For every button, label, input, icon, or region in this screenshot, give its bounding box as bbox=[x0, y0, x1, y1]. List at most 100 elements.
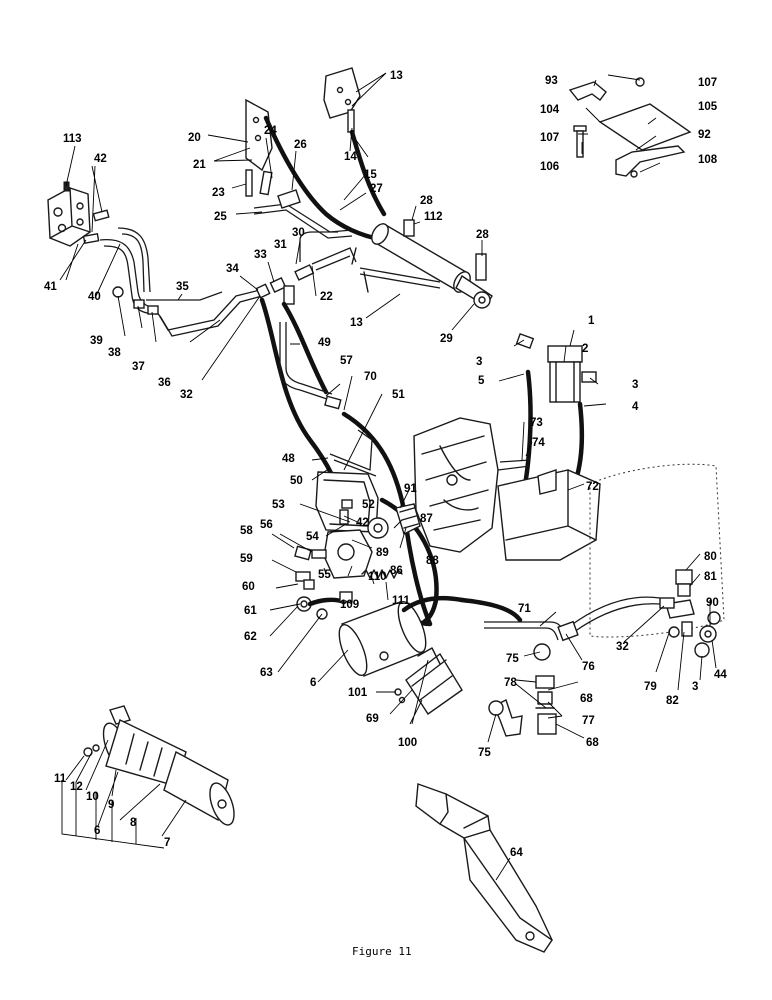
clamp bbox=[394, 647, 463, 715]
callout-106: 106 bbox=[540, 161, 559, 173]
callout-42: 42 bbox=[356, 517, 369, 529]
callout-86: 86 bbox=[390, 565, 403, 577]
callout-13: 13 bbox=[350, 317, 363, 329]
callout-58: 58 bbox=[240, 525, 253, 537]
callout-4: 4 bbox=[632, 401, 639, 413]
callout-89: 89 bbox=[376, 547, 389, 559]
callout-27: 27 bbox=[370, 183, 383, 195]
callout-72: 72 bbox=[586, 481, 599, 493]
callout-37: 37 bbox=[132, 361, 145, 373]
pump-assembly bbox=[315, 471, 421, 579]
callout-68: 68 bbox=[580, 693, 593, 705]
callout-104: 104 bbox=[540, 104, 560, 116]
callout-62: 62 bbox=[244, 631, 257, 643]
callout-88: 88 bbox=[426, 555, 439, 567]
callout-38: 38 bbox=[108, 347, 121, 359]
callout-76: 76 bbox=[582, 661, 595, 673]
callout-5: 5 bbox=[478, 375, 485, 387]
callout-82: 82 bbox=[666, 695, 679, 707]
callout-75: 75 bbox=[478, 747, 491, 759]
callout-63: 63 bbox=[260, 667, 273, 679]
callout-23: 23 bbox=[212, 187, 225, 199]
callout-24: 24 bbox=[264, 125, 277, 137]
callout-7: 7 bbox=[164, 837, 170, 849]
callout-81: 81 bbox=[704, 571, 717, 583]
callout-111: 111 bbox=[392, 595, 411, 607]
figure-caption: Figure 11 bbox=[352, 945, 412, 958]
callout-34: 34 bbox=[226, 263, 239, 275]
callout-32: 32 bbox=[180, 389, 193, 401]
callout-50: 50 bbox=[290, 475, 303, 487]
callout-73: 73 bbox=[530, 417, 543, 429]
callout-92: 92 bbox=[698, 129, 711, 141]
leader-lines bbox=[59, 72, 717, 881]
callout-28: 28 bbox=[476, 229, 489, 241]
filter-assembly bbox=[515, 333, 597, 403]
mount-bracket-parts bbox=[568, 77, 692, 178]
callout-8: 8 bbox=[130, 817, 137, 829]
callout-54: 54 bbox=[306, 531, 319, 543]
callout-52: 52 bbox=[362, 499, 375, 511]
callout-25: 25 bbox=[214, 211, 227, 223]
callout-3: 3 bbox=[632, 379, 638, 391]
callout-69: 69 bbox=[366, 713, 379, 725]
callout-112: 112 bbox=[424, 211, 443, 223]
callout-91: 91 bbox=[404, 483, 417, 495]
callout-57: 57 bbox=[340, 355, 353, 367]
callout-64: 64 bbox=[510, 847, 523, 859]
callout-6: 6 bbox=[94, 825, 100, 837]
bottom-bracket bbox=[415, 783, 553, 953]
callout-15: 15 bbox=[364, 169, 377, 181]
callout-105: 105 bbox=[698, 101, 718, 113]
callout-78: 78 bbox=[504, 677, 517, 689]
callout-6: 6 bbox=[310, 677, 316, 689]
hydraulic-cylinder bbox=[351, 219, 493, 309]
callout-107: 107 bbox=[540, 132, 559, 144]
callout-55: 55 bbox=[318, 569, 331, 581]
callout-80: 80 bbox=[704, 551, 717, 563]
callout-21: 21 bbox=[193, 159, 206, 171]
filter-canister bbox=[338, 600, 427, 677]
callout-22: 22 bbox=[320, 291, 333, 303]
callout-108: 108 bbox=[698, 154, 718, 166]
callout-71: 71 bbox=[518, 603, 531, 615]
callout-20: 20 bbox=[188, 132, 201, 144]
callout-26: 26 bbox=[294, 139, 307, 151]
callout-109: 109 bbox=[340, 599, 359, 611]
callout-74: 74 bbox=[532, 437, 545, 449]
callout-33: 33 bbox=[254, 249, 267, 261]
callout-110: 110 bbox=[368, 571, 387, 583]
callout-3: 3 bbox=[692, 681, 698, 693]
callout-36: 36 bbox=[158, 377, 171, 389]
callout-61: 61 bbox=[244, 605, 257, 617]
callout-40: 40 bbox=[88, 291, 101, 303]
callout-59: 59 bbox=[240, 553, 253, 565]
callout-113: 113 bbox=[63, 133, 82, 145]
callout-53: 53 bbox=[272, 499, 285, 511]
callout-35: 35 bbox=[176, 281, 189, 293]
callouts: 113 42 41 40 39 38 37 36 35 32 34 33 31 … bbox=[44, 70, 727, 859]
callout-9: 9 bbox=[108, 799, 114, 811]
callout-13: 13 bbox=[390, 70, 403, 82]
callout-107: 107 bbox=[698, 77, 717, 89]
callout-100: 100 bbox=[398, 737, 417, 749]
callout-10: 10 bbox=[86, 791, 99, 803]
callout-56: 56 bbox=[260, 519, 273, 531]
callout-14: 14 bbox=[344, 151, 357, 163]
callout-1: 1 bbox=[588, 315, 595, 327]
callout-75: 75 bbox=[506, 653, 519, 665]
callout-29: 29 bbox=[440, 333, 453, 345]
callout-11: 11 bbox=[54, 773, 67, 785]
callout-90: 90 bbox=[706, 597, 719, 609]
center-fittings bbox=[255, 231, 357, 305]
callout-79: 79 bbox=[644, 681, 657, 693]
callout-70: 70 bbox=[364, 371, 377, 383]
callout-68: 68 bbox=[586, 737, 599, 749]
callout-31: 31 bbox=[274, 239, 287, 251]
callout-12: 12 bbox=[70, 781, 83, 793]
callout-28: 28 bbox=[420, 195, 433, 207]
callout-2: 2 bbox=[582, 343, 588, 355]
callout-41: 41 bbox=[44, 281, 57, 293]
callout-87: 87 bbox=[420, 513, 433, 525]
